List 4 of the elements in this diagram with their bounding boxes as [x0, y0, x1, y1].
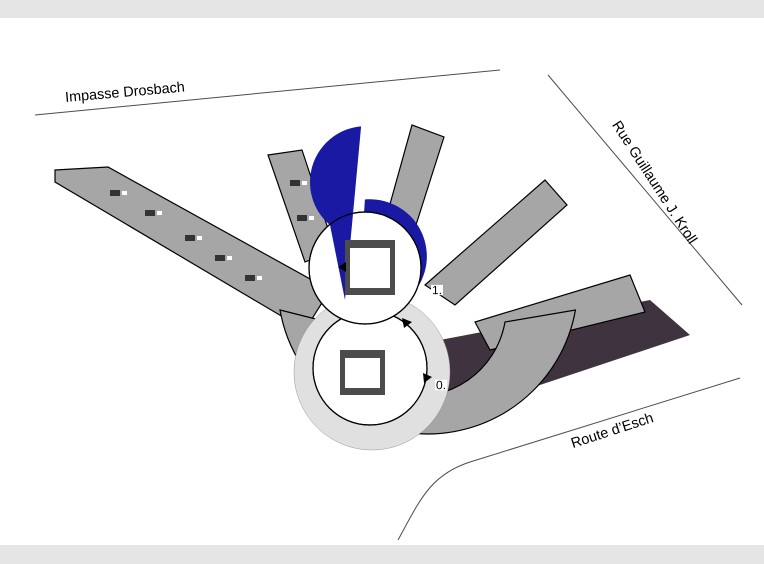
street-name: Impasse Drosbach — [66, 82, 184, 104]
floor-number: 1. — [431, 284, 443, 296]
floor-number: 0. — [435, 380, 447, 390]
street-name: Route d’Esch — [570, 414, 654, 448]
